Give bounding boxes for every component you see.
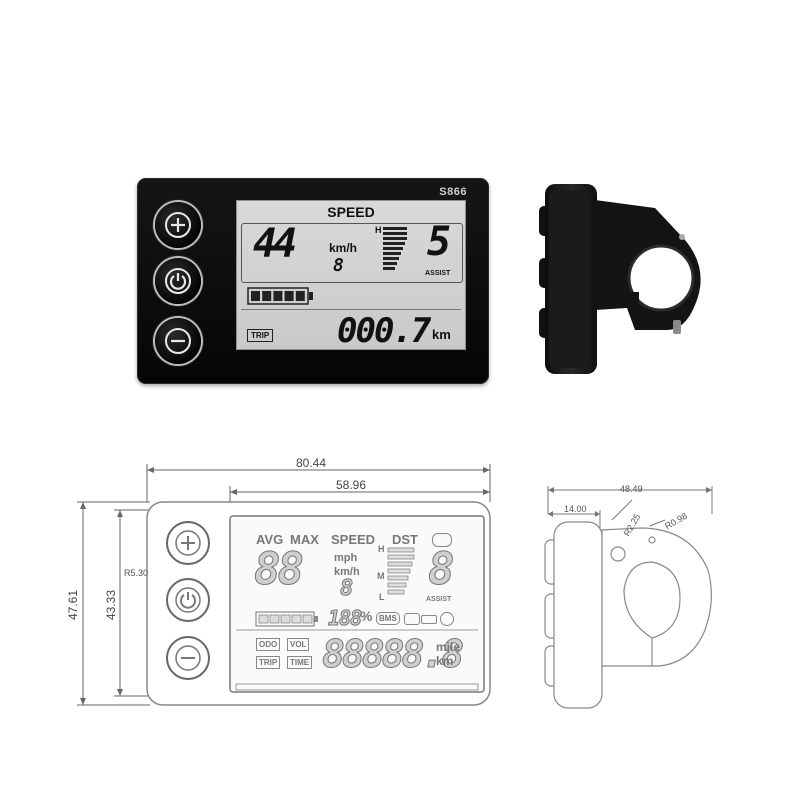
minus-icon (165, 328, 191, 354)
label-km: km (436, 654, 454, 668)
battery-cell (284, 291, 294, 301)
dim-height-total: 47.61 (66, 589, 81, 621)
dim-height-inner: 43.33 (104, 589, 119, 621)
battery-cell (273, 291, 283, 301)
label-mph: mph (334, 552, 358, 564)
trip-readout-frame (241, 309, 461, 346)
label-avg: AVG (256, 532, 284, 547)
lcd-screen: SPEED 44 km/h 8 H 5 ASSIST TRIP 000.7 km (236, 200, 466, 351)
front-dimension-lines (77, 464, 491, 706)
odometer-readout: 000.7 (337, 311, 431, 351)
drawing-small-segment: 8 (339, 576, 354, 602)
battery-gauge (247, 287, 313, 305)
plus-icon (175, 530, 201, 556)
label-percent: % (360, 608, 373, 624)
power-icon (175, 587, 201, 613)
label-kmh: km/h (334, 566, 360, 578)
label-time: TIME (287, 656, 313, 669)
display-side-photo (539, 184, 701, 374)
power-button[interactable] (155, 258, 201, 304)
speed-readout: 44 (253, 221, 297, 267)
assist-label: ASSIST (425, 270, 451, 277)
label-trip: TRIP (256, 656, 281, 669)
technical-drawing: 80.44 58.96 47.61 43.33 R5.30 AVG MAX SP… (0, 440, 800, 740)
label-h: H (378, 544, 385, 554)
drawing-percent-segments: 188 (327, 606, 362, 631)
main-readout-frame (241, 223, 463, 283)
drawing-assist-segment: 8 (428, 544, 455, 596)
label-speed: SPEED (331, 532, 376, 547)
minus-icon (175, 645, 201, 671)
side-view-drawing (544, 486, 713, 709)
label-odo: ODO (256, 638, 281, 651)
battery-cell (251, 291, 260, 301)
drawing-plus-button (166, 521, 210, 565)
label-bms: BMS (376, 612, 400, 625)
battery-cell (262, 291, 272, 301)
model-label: S866 (439, 186, 467, 198)
engine-icon (421, 615, 437, 624)
speed-decimal: 8 (333, 255, 344, 276)
label-assist: ASSIST (426, 596, 452, 603)
power-icon (165, 268, 191, 294)
display-front-photo: S866 SPEED 44 km/h 8 H (137, 178, 489, 384)
motor-icon (404, 613, 420, 625)
drawing-power-button (166, 578, 210, 622)
headlight-icon (432, 533, 452, 547)
drawing-odo-segments: 88888.8 (321, 632, 464, 677)
drawing-minus-button (166, 636, 210, 680)
odometer-unit: km (432, 327, 451, 342)
trip-label: TRIP (247, 329, 274, 342)
label-vol: VOL (287, 638, 310, 651)
assist-level-bars (383, 227, 407, 270)
assist-high-label: H (375, 225, 382, 235)
assist-level-readout: 5 (427, 219, 452, 265)
label-mile: mile (436, 640, 461, 654)
drawing-speed-segments: 88 (254, 544, 305, 596)
dim-side-depth: 14.00 (564, 504, 587, 514)
mode-label: SPEED (327, 204, 375, 220)
dim-width-lcd: 58.96 (336, 478, 367, 492)
dim-corner-radius: R5.30 (124, 568, 149, 578)
brake-icon (440, 612, 454, 626)
battery-cell (295, 291, 305, 301)
minus-button[interactable] (155, 318, 201, 364)
label-l: L (379, 592, 385, 602)
label-dst: DST (392, 532, 418, 547)
speed-unit: km/h (329, 241, 358, 255)
label-m: M (377, 571, 385, 581)
label-max: MAX (290, 532, 319, 547)
dim-side-width: 48.49 (620, 484, 643, 494)
plus-button[interactable] (155, 202, 201, 248)
dim-width-total: 80.44 (296, 456, 327, 470)
plus-icon (165, 212, 191, 238)
